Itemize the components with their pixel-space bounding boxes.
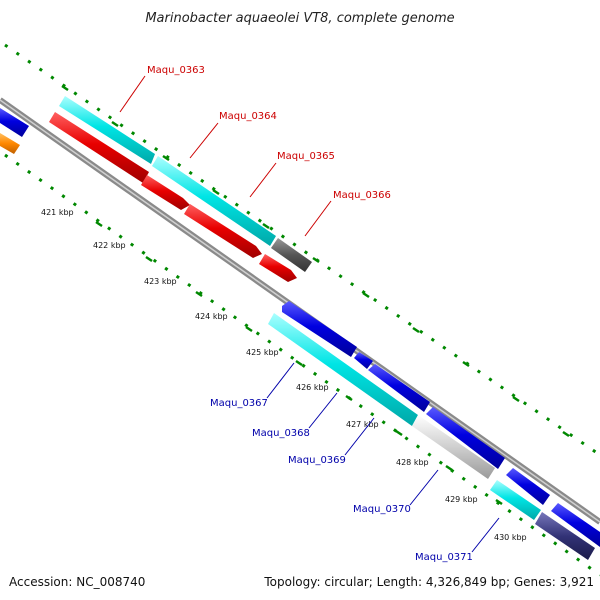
cds-cyan-0363 — [59, 96, 155, 164]
gene-label-0368[interactable]: Maqu_0368 — [252, 428, 310, 439]
reverse-strand-features — [268, 301, 600, 560]
tick-label: 422 kbp — [93, 241, 126, 250]
cds-gray-0366 — [271, 238, 312, 272]
cds-orange-left — [0, 133, 20, 154]
cds-red-0366 — [259, 254, 297, 282]
cds-red-0365 — [184, 204, 262, 258]
cds-blue-0369 — [368, 364, 430, 412]
outer-tick-ring — [4, 43, 600, 457]
cds-red-0363 — [49, 112, 149, 183]
cds-blue-0370 — [426, 407, 505, 469]
gene-label-0370[interactable]: Maqu_0370 — [353, 504, 411, 515]
gene-label-0367[interactable]: Maqu_0367 — [210, 398, 268, 409]
gene-label-0365[interactable]: Maqu_0365 — [277, 151, 335, 162]
gene-label-0369[interactable]: Maqu_0369 — [288, 455, 346, 466]
gene-label-0363[interactable]: Maqu_0363 — [147, 65, 205, 76]
reverse-gene-labels: Maqu_0367 Maqu_0368 Maqu_0369 Maqu_0370 … — [210, 362, 500, 563]
forward-gene-labels: Maqu_0363 Maqu_0364 Maqu_0365 Maqu_0366 — [119, 65, 391, 237]
cds-blue-0367 — [282, 301, 357, 357]
cds-blue-left — [0, 108, 29, 137]
tick-label: 426 kbp — [296, 383, 329, 392]
cds-blue-0371 — [506, 468, 550, 505]
gene-label-0371[interactable]: Maqu_0371 — [415, 552, 473, 563]
tick-label: 425 kbp — [246, 348, 279, 357]
cds-blue-0368 — [354, 352, 373, 369]
gene-label-0364[interactable]: Maqu_0364 — [219, 111, 277, 122]
map-title: Marinobacter aquaeolei VT8, complete gen… — [145, 11, 454, 26]
cds-lightgray-0369 — [412, 415, 495, 479]
tick-label: 427 kbp — [346, 420, 379, 429]
forward-strand-features — [0, 96, 312, 282]
inner-tick-ring — [4, 153, 600, 577]
tick-label: 430 kbp — [494, 533, 527, 542]
gene-label-0366[interactable]: Maqu_0366 — [333, 190, 391, 201]
tick-labels: 421 kbp 422 kbp 423 kbp 424 kbp 425 kbp … — [41, 208, 527, 542]
cds-cyan-0370 — [490, 480, 541, 520]
cds-blue-right — [551, 503, 600, 547]
cds-cyan-0367 — [268, 313, 418, 426]
tick-label: 421 kbp — [41, 208, 74, 217]
cds-cyan-0364 — [152, 156, 276, 246]
tick-label: 423 kbp — [144, 277, 177, 286]
genome-summary-text: Topology: circular; Length: 4,326,849 bp… — [263, 575, 594, 589]
accession-text: Accession: NC_008740 — [9, 575, 145, 589]
tick-label: 428 kbp — [396, 458, 429, 467]
major-ticks — [61, 84, 570, 506]
tick-label: 424 kbp — [195, 312, 228, 321]
tick-label: 429 kbp — [445, 495, 478, 504]
cds-navy-0371 — [535, 512, 595, 560]
cds-red-0364 — [141, 175, 190, 210]
